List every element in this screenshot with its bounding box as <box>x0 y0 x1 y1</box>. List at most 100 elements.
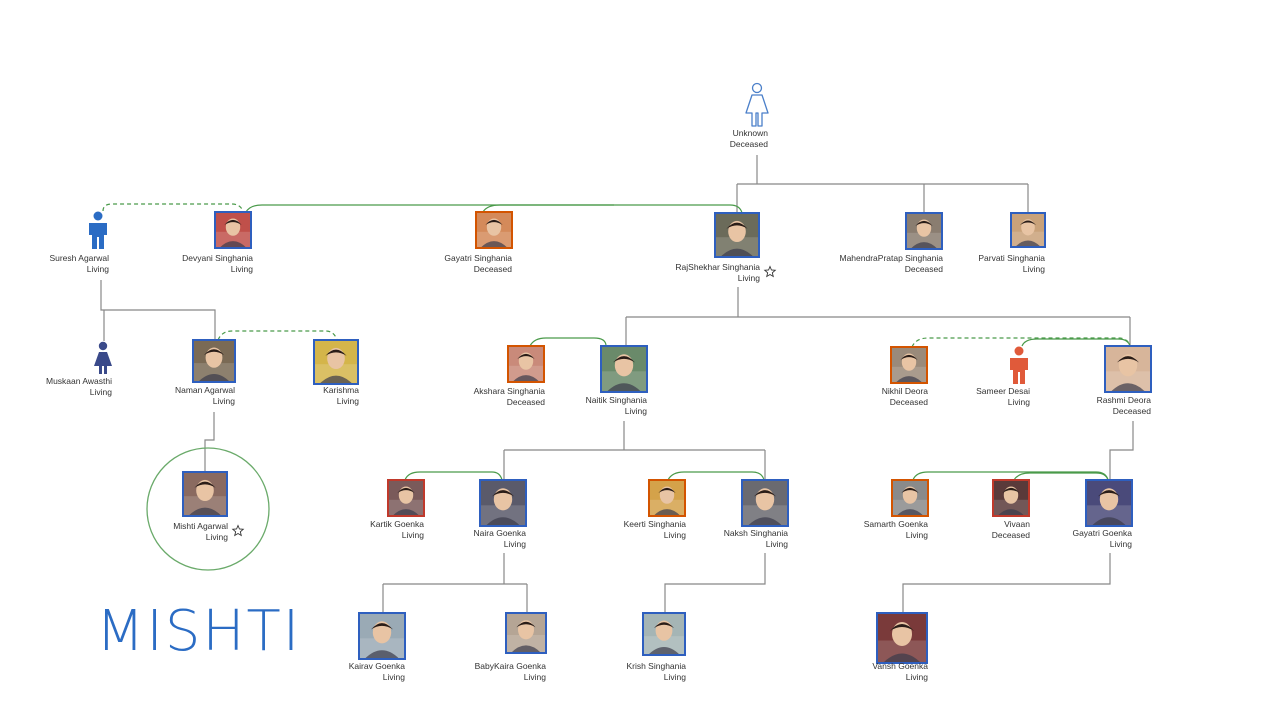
person-status: Deceased <box>507 397 546 407</box>
portrait-photo <box>642 612 686 656</box>
portrait-photo <box>648 479 686 517</box>
person-name: Nikhil Deora <box>882 386 929 396</box>
person-status: Living <box>1008 397 1030 407</box>
partner-devyani-rajshekhar <box>245 204 614 213</box>
person-status: Living <box>402 530 424 540</box>
person-name: Karishma <box>323 385 359 395</box>
portrait-photo <box>387 479 425 517</box>
portrait-photo <box>313 339 359 385</box>
person-status: Deceased <box>890 397 929 407</box>
person-name: Rashmi Deora <box>1097 395 1152 405</box>
star-icon <box>763 265 777 278</box>
male-icon <box>89 211 107 249</box>
person-name: Krish Singhania <box>626 661 686 671</box>
person-status: Living <box>1023 264 1045 274</box>
portrait-photo <box>507 345 545 383</box>
portrait-photo <box>479 479 527 527</box>
person-status: Living <box>625 406 647 416</box>
portrait-photo <box>1010 212 1046 248</box>
portrait-photo <box>876 612 928 664</box>
person-status: Living <box>906 530 928 540</box>
portrait-photo <box>714 212 760 258</box>
person-name: RajShekhar Singhania <box>675 262 760 272</box>
person-status: Deceased <box>730 139 769 149</box>
person-name: Gayatri Goenka <box>1072 528 1132 538</box>
portrait-photo <box>475 211 513 249</box>
portrait-photo <box>992 479 1030 517</box>
connector-naman-children <box>204 412 215 472</box>
connector-gayatri-goenka-children <box>902 553 1111 613</box>
person-status: Deceased <box>474 264 513 274</box>
person-status: Living <box>906 672 928 682</box>
connector-suresh-children <box>100 280 216 341</box>
connector-rashmi-children <box>1109 421 1134 480</box>
person-status: Living <box>231 264 253 274</box>
person-status: Living <box>90 387 112 397</box>
portrait-photo <box>214 211 252 249</box>
person-status: Deceased <box>992 530 1031 540</box>
portrait-photo <box>600 345 648 393</box>
person-status: Living <box>504 539 526 549</box>
connector-naitik-children <box>503 421 766 480</box>
portrait-photo <box>741 479 789 527</box>
person-name: Keerti Singhania <box>624 519 687 529</box>
person-status: Deceased <box>1113 406 1152 416</box>
female-outline-icon <box>745 82 769 127</box>
person-name: Akshara Singhania <box>474 386 546 396</box>
connector-unknown-children <box>736 155 1029 213</box>
person-status: Living <box>213 396 235 406</box>
portrait-photo <box>358 612 406 660</box>
partner-keerti-naksh <box>667 471 765 481</box>
portrait-photo <box>182 471 228 517</box>
person-status: Living <box>766 539 788 549</box>
person-status: Living <box>87 264 109 274</box>
portrait-photo <box>505 612 547 654</box>
person-name: Naira Goenka <box>474 528 527 538</box>
connector-rajshekhar-children <box>625 287 1131 346</box>
person-name: Naksh Singhania <box>724 528 789 538</box>
portrait-photo <box>905 212 943 250</box>
partner-kartik-naira <box>404 471 503 481</box>
person-status: Living <box>524 672 546 682</box>
portrait-photo <box>890 346 928 384</box>
male-alt-icon <box>1010 346 1028 384</box>
connector-naksh-children <box>664 553 766 613</box>
person-status: Living <box>206 532 228 542</box>
person-name: Vivaan <box>1004 519 1030 529</box>
female-icon <box>94 341 112 374</box>
partner-suresh-devyani <box>102 203 244 212</box>
person-name: Naitik Singhania <box>586 395 648 405</box>
person-status: Living <box>1110 539 1132 549</box>
person-name: Mishti Agarwal <box>173 521 228 531</box>
person-name: MahendraPratap Singhania <box>840 253 944 263</box>
star-icon <box>231 524 245 537</box>
